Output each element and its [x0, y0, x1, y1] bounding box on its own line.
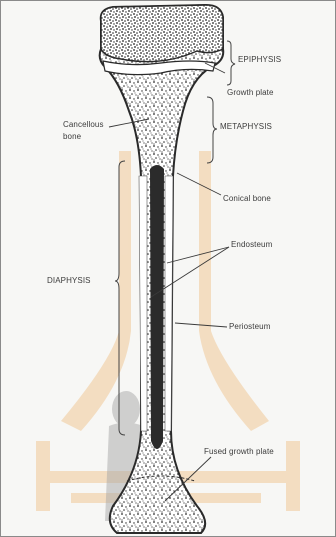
- label-metaphysis: METAPHYSIS: [220, 122, 272, 132]
- epiphysis-region: [101, 5, 223, 62]
- label-cancellous-bone-line1: Cancellous: [63, 120, 104, 130]
- label-epiphysis: EPIPHYSIS: [238, 55, 281, 65]
- medullary-cavity: [150, 165, 164, 449]
- label-fused-growth-plate: Fused growth plate: [204, 447, 274, 457]
- label-endosteum: Endosteum: [231, 240, 272, 250]
- label-diaphysis: DIAPHYSIS: [47, 276, 91, 286]
- label-cancellous-bone-line2: bone: [63, 132, 81, 142]
- label-cortical-bone: Conical bone: [223, 194, 271, 204]
- label-periosteum: Periosteum: [229, 322, 270, 332]
- bracket-epiphysis: [227, 41, 235, 85]
- label-growth-plate: Growth plate: [227, 88, 274, 98]
